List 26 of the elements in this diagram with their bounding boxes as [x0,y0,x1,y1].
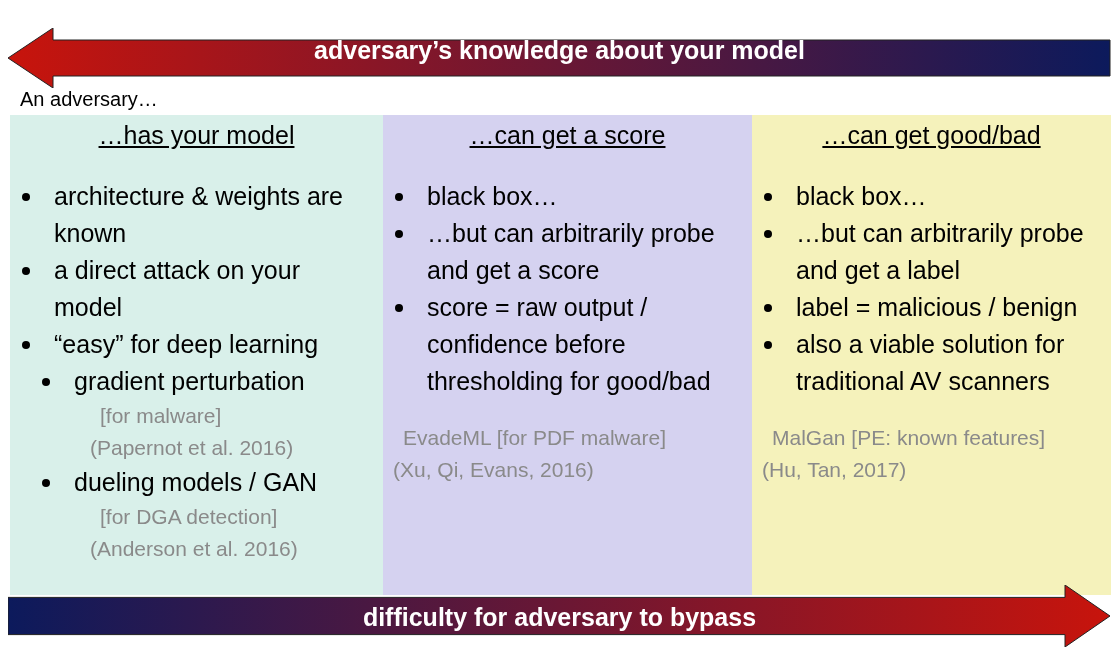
column-heading: …has your model [97,121,296,150]
caption-text: An adversary… [20,88,158,111]
citation-text: [for DGA detection] [99,504,279,530]
citation-text: EvadeML [for PDF malware] [402,425,667,451]
bullet-text: label = malicious / benign [796,293,1078,321]
arrow-label: difficulty for adversary to bypass [361,603,758,632]
citation-text: MalGan [PE: known features] [771,425,1047,451]
column-panel [383,115,752,595]
citation-text: (Xu, Qi, Evans, 2016) [393,457,595,483]
bullet-text: score = raw output / confidence before thresholding for good/bad [427,293,711,395]
column-panel [752,115,1111,595]
citation-text: (Hu, Tan, 2017) [762,457,908,483]
bullet-text: black box… [796,182,927,210]
bullet-text: black box… [427,182,558,210]
bullet-text: also a viable solution for traditional AV scanners [796,330,1065,395]
column-heading: …can get good/bad [821,121,1042,150]
column-panel [10,115,383,595]
arrow-label: adversary’s knowledge about your model [313,36,806,65]
citation-text: (Anderson et al. 2016) [89,536,299,562]
bullet-text: “easy” for deep learning [54,330,319,358]
bullet-text: gradient perturbation [74,367,305,395]
citation-text: (Papernot et al. 2016) [89,435,295,461]
bullet-text: a direct attack on your model [54,256,300,321]
column-heading: …can get a score [468,121,667,150]
citation-text: [for malware] [99,403,223,429]
bullet-text: dueling models / GAN [74,468,318,496]
